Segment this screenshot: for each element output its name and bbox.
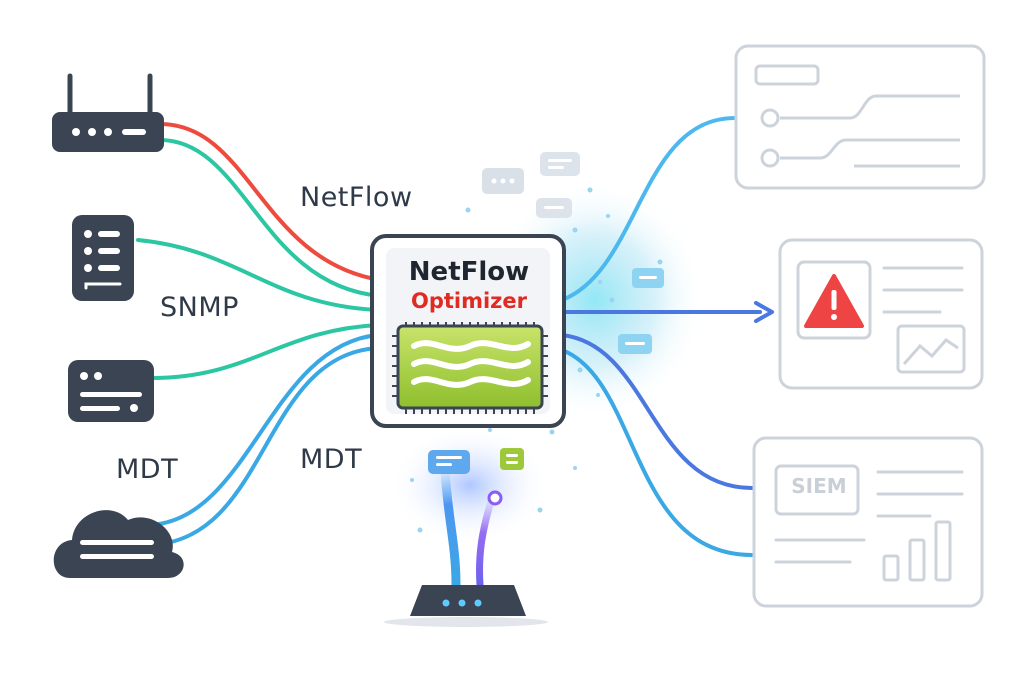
edge-device-icon — [384, 585, 548, 627]
flow-router-red — [158, 122, 382, 282]
flow-out-siem-1 — [560, 333, 754, 490]
switch-icon — [68, 360, 154, 422]
bar-chart-icon — [882, 520, 952, 582]
arrowhead — [754, 301, 774, 323]
mdt-left-label: MDT — [116, 454, 179, 485]
siem-panel — [752, 436, 984, 608]
optimizer-title: NetFlow — [408, 257, 530, 287]
beam-right — [476, 494, 496, 589]
chip-green — [500, 448, 524, 470]
beam-node-icon — [487, 490, 503, 506]
flow-router-teal — [158, 138, 382, 298]
alert-icon — [804, 274, 864, 328]
mdt-center-label: MDT — [300, 444, 363, 475]
server-icon — [72, 215, 134, 301]
beam-left — [440, 465, 461, 590]
flow-out-siem-2 — [560, 348, 754, 557]
message-chips — [428, 152, 664, 474]
netflow-label: NetFlow — [300, 182, 413, 213]
output-flows — [560, 116, 762, 557]
cloud-icon — [53, 510, 184, 578]
glow-bottom — [390, 425, 550, 545]
sparkle-dots — [410, 187, 663, 533]
flow-switch-teal — [150, 323, 380, 380]
mini-chart-icon — [902, 338, 959, 365]
dashboard-panel — [734, 44, 986, 190]
siem-label: SIEM — [791, 474, 847, 498]
flow-server-teal — [136, 238, 380, 312]
flow-cloud-blue-2 — [148, 346, 380, 547]
snmp-label: SNMP — [160, 292, 239, 323]
input-flows — [136, 122, 382, 547]
wave-icon — [411, 340, 531, 388]
flow-out-dashboard — [560, 116, 737, 302]
optimizer-subtitle: Optimizer — [410, 289, 528, 313]
chip-gray-2 — [540, 152, 580, 176]
flow-cloud-blue-1 — [148, 333, 380, 527]
alert-panel — [778, 238, 984, 390]
netflow-optimizer-box — [370, 234, 566, 428]
router-icon — [52, 73, 164, 152]
